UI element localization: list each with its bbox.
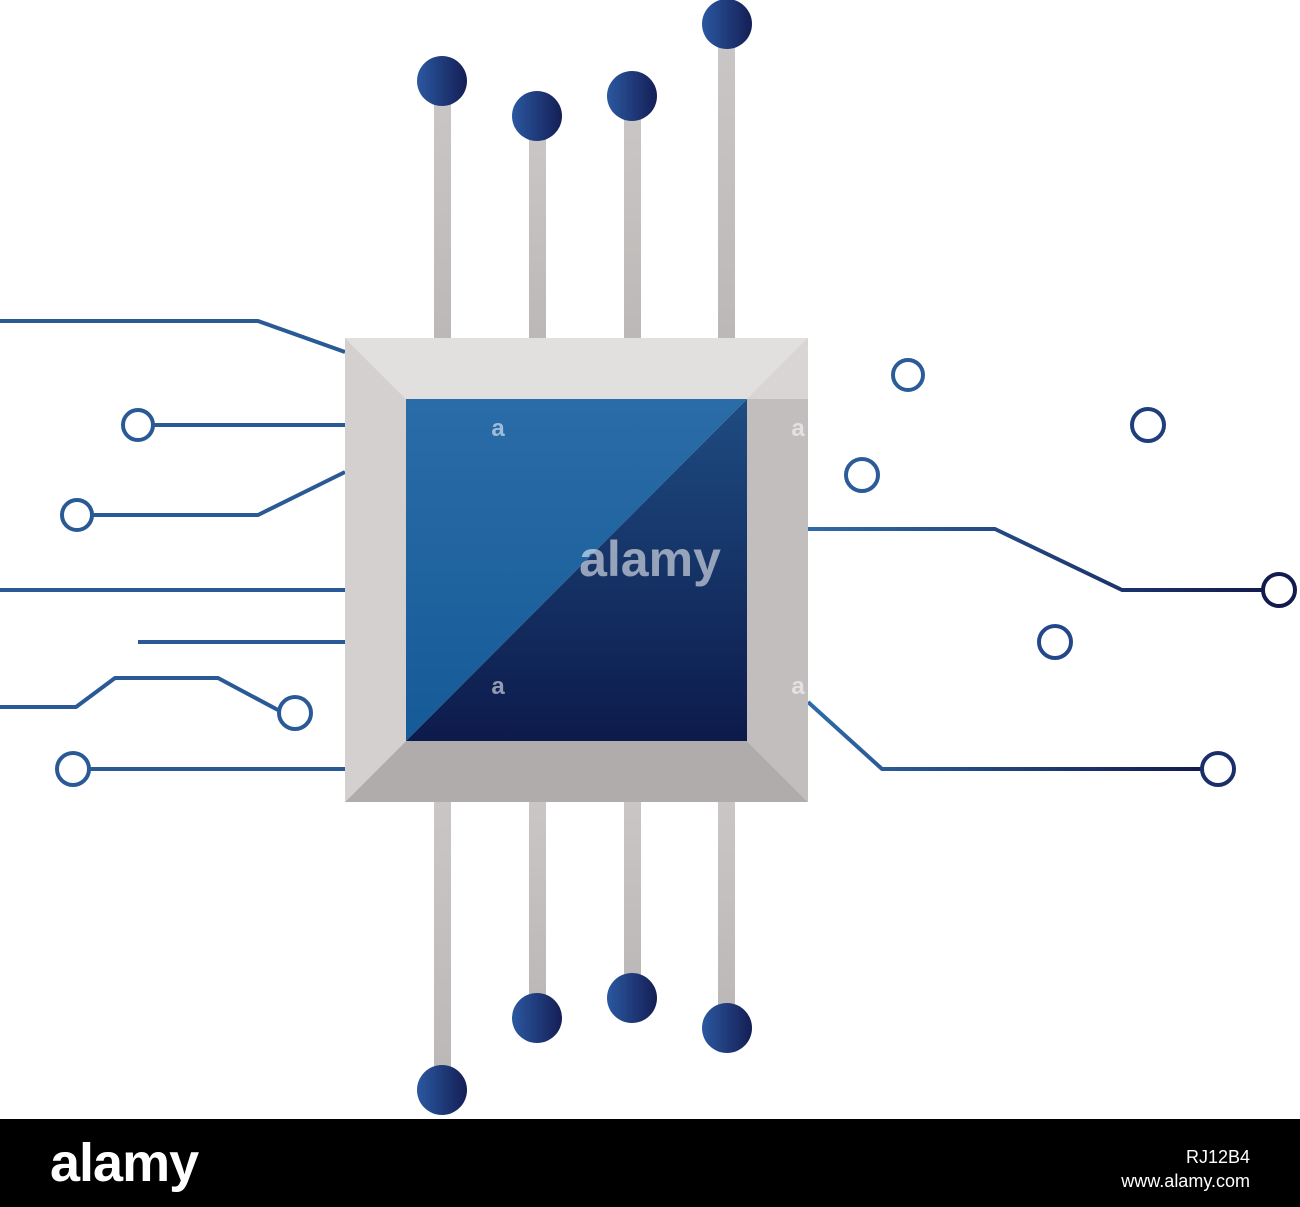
chip-body: [345, 338, 808, 802]
pin-node-icon: [702, 0, 752, 49]
trace-right-6: [806, 700, 1201, 771]
terminal-ring-icon: [1130, 407, 1166, 443]
footer-image-info: RJ12B4 www.alamy.com: [1121, 1145, 1250, 1193]
top-pins: [417, 0, 752, 338]
terminal-ring-icon: [844, 457, 880, 493]
pin-node-icon: [512, 993, 562, 1043]
footer-logo: alamy: [50, 1133, 199, 1193]
right-circuit-traces: [806, 373, 1262, 771]
watermark-mark: a: [491, 415, 505, 442]
pin-node-icon: [607, 71, 657, 121]
left-trace-terminals: [55, 408, 313, 787]
trace-right-4: [808, 527, 1262, 592]
chip-core-dark: [406, 399, 747, 741]
left-circuit-traces: [0, 319, 346, 771]
trace-left-1: [0, 319, 346, 354]
chip-bevel-corner-highlight: [747, 338, 808, 399]
chip-bevel-bottom: [345, 741, 808, 802]
terminal-ring-icon: [891, 358, 925, 392]
terminal-ring-icon: [1200, 751, 1236, 787]
terminal-ring-icon: [1261, 572, 1297, 608]
chip-bevel-top: [345, 338, 808, 399]
watermark: alamy a a a a: [491, 415, 805, 700]
pin: [624, 118, 641, 338]
chip-bevel-left: [345, 338, 406, 802]
pin: [434, 100, 451, 338]
right-trace-terminals: [844, 358, 1297, 787]
terminal-ring-icon: [55, 751, 91, 787]
pin: [624, 802, 641, 978]
terminal-ring-icon: [1037, 624, 1073, 660]
pin: [529, 138, 546, 338]
pin-node-icon: [607, 973, 657, 1023]
trace-left-3: [92, 470, 346, 517]
trace-left-6: [0, 676, 279, 712]
footer-image-id: RJ12B4: [1185, 1147, 1250, 1167]
watermark-mark: a: [791, 673, 805, 700]
bottom-pins: [417, 802, 752, 1115]
terminal-ring-icon: [277, 695, 313, 731]
pin: [718, 45, 735, 338]
footer-url: www.alamy.com: [1121, 1171, 1250, 1191]
watermark-mark: a: [491, 673, 505, 700]
pin: [529, 802, 546, 998]
watermark-logo: alamy: [579, 531, 721, 587]
terminal-ring-icon: [60, 498, 94, 532]
circuit-chip-illustration: alamy a a a a: [0, 0, 1297, 1115]
footer-bar: alamy RJ12B4 www.alamy.com: [0, 1119, 1300, 1207]
pin-node-icon: [417, 1065, 467, 1115]
watermark-mark: a: [791, 415, 805, 442]
chip-bevel-right: [747, 338, 808, 802]
pin: [718, 802, 735, 1008]
pin: [434, 802, 451, 1070]
pin-node-icon: [702, 1003, 752, 1053]
terminal-ring-icon: [121, 408, 155, 442]
pin-node-icon: [512, 91, 562, 141]
pin-node-icon: [417, 56, 467, 106]
